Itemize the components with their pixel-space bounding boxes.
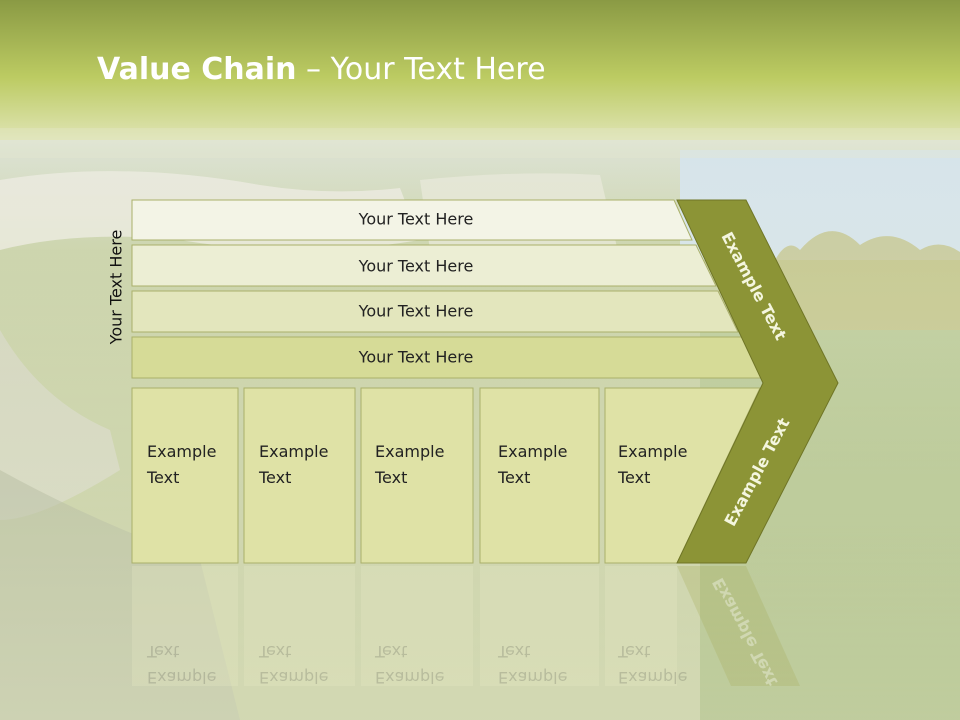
title-bold: Value Chain bbox=[97, 52, 297, 87]
column-label-2-line1: Example bbox=[259, 442, 329, 461]
reflection-4-line1: Example bbox=[498, 668, 568, 687]
column-reflection-3 bbox=[361, 566, 473, 686]
row-label-3: Your Text Here bbox=[358, 301, 474, 321]
chevron-reflection bbox=[677, 566, 800, 686]
column-label-1: Example Text bbox=[147, 439, 216, 491]
column-label-4-line1: Example bbox=[498, 442, 568, 461]
column-box-2 bbox=[243, 387, 356, 564]
reflection-3-line1: Example bbox=[375, 668, 445, 687]
column-label-1-line2: Text bbox=[147, 468, 180, 487]
column-label-3-line2: Text bbox=[375, 468, 408, 487]
column-label-2-line2: Text bbox=[259, 468, 292, 487]
reflection-1-line1: Example bbox=[147, 668, 217, 687]
column-reflection-4 bbox=[480, 566, 599, 686]
reflection-4-line2: Text bbox=[498, 642, 531, 661]
column-box-1 bbox=[131, 387, 239, 564]
column-box-3 bbox=[360, 387, 474, 564]
reflection-1-line2: Text bbox=[147, 642, 180, 661]
reflection-2-line2: Text bbox=[259, 642, 292, 661]
row-label-2: Your Text Here bbox=[358, 256, 474, 276]
title-rest: – Your Text Here bbox=[296, 52, 546, 87]
column-reflection-text-3: Example Text bbox=[375, 638, 444, 690]
reflection-3-line2: Text bbox=[375, 642, 408, 661]
row-label-1: Your Text Here bbox=[358, 209, 474, 229]
row-bar-3 bbox=[131, 290, 739, 333]
column-label-4: Example Text bbox=[498, 439, 567, 491]
vertical-label: Your Text Here bbox=[106, 229, 126, 345]
column-reflection-text-1: Example Text bbox=[147, 638, 216, 690]
column-label-5: Example Text bbox=[618, 439, 687, 491]
reflection-5-line2: Text bbox=[618, 642, 651, 661]
column-reflection-text-2: Example Text bbox=[259, 638, 328, 690]
column-reflection-5 bbox=[605, 566, 677, 686]
slide-title: Value Chain – Your Text Here bbox=[97, 52, 546, 87]
column-label-4-line2: Text bbox=[498, 468, 531, 487]
chevron-arrow bbox=[676, 199, 839, 564]
column-reflection-2 bbox=[244, 566, 355, 686]
reflection-5-line1: Example bbox=[618, 668, 688, 687]
row-bar-1 bbox=[131, 199, 693, 241]
row-label-4: Your Text Here bbox=[358, 347, 474, 367]
column-label-5-line2: Text bbox=[618, 468, 651, 487]
column-reflection-text-5: Example Text bbox=[618, 638, 687, 690]
column-label-3: Example Text bbox=[375, 439, 444, 491]
column-label-1-line1: Example bbox=[147, 442, 217, 461]
column-label-5-line1: Example bbox=[618, 442, 688, 461]
row-bar-2 bbox=[131, 244, 717, 287]
column-reflection-1 bbox=[132, 566, 238, 686]
reflection-2-line1: Example bbox=[259, 668, 329, 687]
column-reflection-text-4: Example Text bbox=[498, 638, 567, 690]
column-label-3-line1: Example bbox=[375, 442, 445, 461]
column-label-2: Example Text bbox=[259, 439, 328, 491]
column-box-4 bbox=[479, 387, 600, 564]
